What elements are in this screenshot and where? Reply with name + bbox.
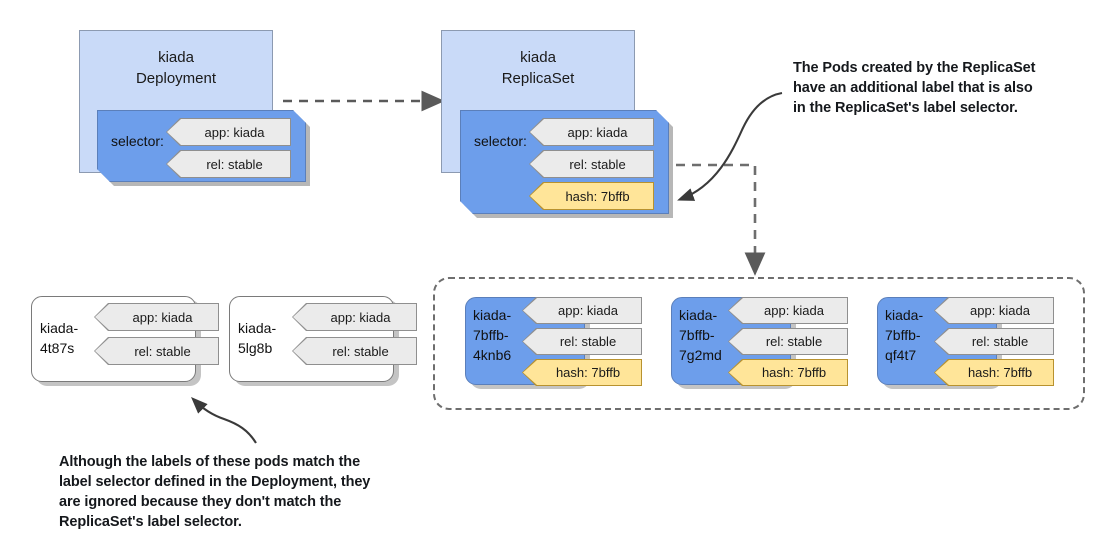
callout-curve-top: [677, 91, 783, 201]
annotation-top-right: The Pods created by the ReplicaSet have …: [793, 60, 1036, 116]
managed-pod-1-tag-0[interactable]: app: kiada: [729, 298, 847, 323]
replicaset-tag-2[interactable]: hash: 7bffb: [530, 183, 653, 209]
orphan-pod-1-tag-1[interactable]: rel: stable: [293, 338, 416, 364]
managed-pod-2-tag-1[interactable]: rel: stable: [935, 329, 1053, 354]
orphan-pod-1-tag-0[interactable]: app: kiada: [293, 304, 416, 330]
replicaset-selector-label: selector:: [474, 133, 527, 149]
orphan-pod-0-name: kiada- 4t87s: [40, 320, 79, 356]
deployment-tag-1[interactable]: rel: stable: [167, 151, 290, 177]
arrow-replicaset-to-pod-group: [660, 163, 766, 276]
managed-pod-1-tag-2[interactable]: hash: 7bffb: [729, 360, 847, 385]
managed-pod-1-tag-1[interactable]: rel: stable: [729, 329, 847, 354]
managed-pod-0-tag-1[interactable]: rel: stable: [523, 329, 641, 354]
replicaset-pod-group: [433, 277, 1085, 410]
deployment-title: kiada Deployment: [135, 49, 217, 87]
replicaset-title: kiada ReplicaSet: [501, 49, 575, 87]
callout-curve-bottom: [191, 397, 257, 444]
orphan-pod-1-name: kiada- 5lg8b: [238, 320, 277, 356]
managed-pod-2-name: kiada- 7bffb- qf4t7: [885, 307, 924, 363]
deployment-tag-0[interactable]: app: kiada: [167, 119, 290, 145]
replicaset-tag-1[interactable]: rel: stable: [530, 151, 653, 177]
managed-pod-1-name: kiada- 7bffb- 7g2md: [679, 307, 722, 363]
managed-pod-0-name: kiada- 7bffb- 4knb6: [473, 307, 512, 363]
annotation-bottom-left: Although the labels of these pods match …: [59, 454, 371, 530]
deployment-selector-label: selector:: [111, 133, 164, 149]
managed-pod-2-tag-0[interactable]: app: kiada: [935, 298, 1053, 323]
managed-pod-0-tag-2[interactable]: hash: 7bffb: [523, 360, 641, 385]
orphan-pod-0-tag-0[interactable]: app: kiada: [95, 304, 218, 330]
replicaset-tag-0[interactable]: app: kiada: [530, 119, 653, 145]
orphan-pod-0-tag-1[interactable]: rel: stable: [95, 338, 218, 364]
managed-pod-2-tag-2[interactable]: hash: 7bffb: [935, 360, 1053, 385]
managed-pod-0-tag-0[interactable]: app: kiada: [523, 298, 641, 323]
